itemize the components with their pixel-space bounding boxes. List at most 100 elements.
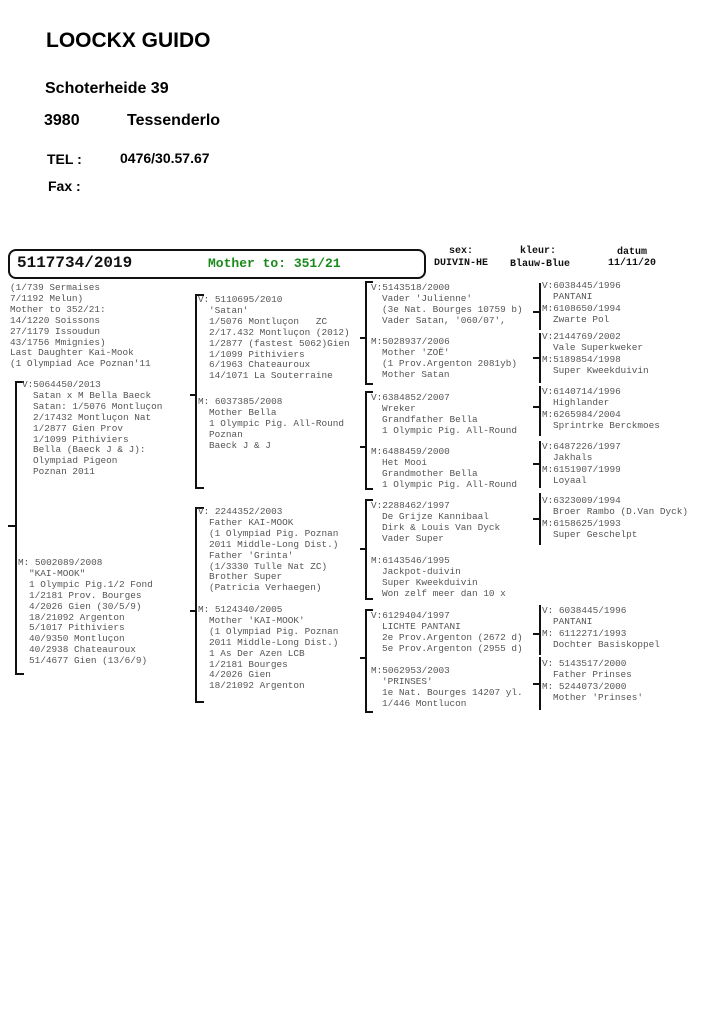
info-line: 1/2181 Prov. Bourges — [29, 589, 142, 601]
info-line: 5e Prov.Argenton (2955 d) — [382, 642, 523, 654]
info-line: Mother 'KAI-MOOK' — [209, 614, 305, 626]
info-line: 18/21092 Argenton — [209, 680, 305, 692]
info-line: Last Daughter Kai-Mook — [10, 347, 134, 359]
info-line: 2011 Middle-Long Dist.) — [209, 538, 339, 550]
info-line: (1/739 Sermaises — [10, 282, 101, 293]
ring-line: V:5143518/2000 — [371, 282, 450, 293]
info-line: Jackpot-duivin — [382, 565, 461, 577]
gen3-block: M:5062953/2003'PRINSES'1e Nat. Bourges 1… — [371, 665, 523, 710]
info-line: Mother 'ZOË' — [382, 346, 450, 358]
info-line: PANTANI — [553, 290, 593, 302]
ring-line: M: 5244073/2000 — [542, 680, 627, 692]
date-value: 11/11/20 — [607, 258, 656, 269]
ring-line: V: 5110695/2010 — [198, 294, 283, 305]
info-line: 1/2877 (fastest 5062)Gien — [209, 337, 350, 349]
sire-sire-block: V: 5110695/2010'Satan'1/5076 Montluçon Z… — [198, 294, 350, 382]
info-line: 4/2026 Gien (30/5/9) — [29, 600, 142, 612]
bracket-tick — [190, 394, 196, 396]
info-line: Vader Satan, '060/07', — [382, 314, 506, 326]
info-line: Super Kweekduivin — [553, 364, 649, 376]
pigeon-title: Mother to: 351/21 — [208, 256, 341, 271]
ring-line: M:6151907/1999 — [542, 463, 621, 475]
ring-line: M:5062953/2003 — [371, 665, 450, 676]
info-line: (1 Olympiad Ace Poznan'11 — [10, 358, 151, 370]
color-value: Blauw-Blue — [509, 259, 570, 270]
info-line: 14/1220 Soissons — [10, 314, 101, 326]
bracket-gen2-top — [195, 294, 204, 489]
info-line: LICHTE PANTANI — [382, 620, 461, 632]
bracket-tick — [190, 610, 196, 612]
ring-line: V: 2244352/2003 — [198, 506, 283, 517]
info-line: 40/9350 Montluçon — [29, 633, 125, 645]
info-line: Vale Superkweker — [553, 341, 644, 353]
info-line: 4/2026 Gien — [209, 669, 271, 681]
info-line: 1/1099 Pithiviers — [33, 433, 129, 445]
info-line: (1/3330 Tulle Nat ZC) — [209, 560, 328, 572]
bracket-gen3 — [365, 609, 373, 713]
info-line: Super Kweekduivin — [382, 576, 478, 588]
ring-line: V:6384852/2007 — [371, 392, 450, 403]
info-line: 1/2877 Gien Prov — [33, 422, 124, 434]
info-line: 2011 Middle-Long Dist.) — [209, 636, 339, 648]
info-line: Satan x M Bella Baeck — [33, 389, 152, 401]
ring-line: M:6143546/1995 — [371, 555, 450, 566]
ring-line: M:6488459/2000 — [371, 446, 450, 457]
bracket-tick — [360, 548, 366, 550]
bracket-gen3 — [365, 281, 373, 385]
ring-line: M: 5124340/2005 — [198, 604, 283, 615]
info-line: 1 Olympic Pig. All-Round — [209, 417, 345, 429]
bracket-gen4 — [539, 657, 541, 710]
info-line: 51/4677 Gien (13/6/9) — [29, 655, 148, 667]
ring-line: V: 5143517/2000 — [542, 658, 627, 669]
bracket-gen4 — [539, 605, 541, 655]
info-line: (1 Olympiad Pig. Poznan — [209, 625, 339, 637]
info-line: Baeck J & J — [209, 439, 271, 451]
bracket-gen2-bottom — [195, 507, 204, 703]
bracket-tick — [533, 406, 540, 408]
ring-line: V:6129404/1997 — [371, 610, 450, 621]
tel-label: TEL : — [47, 151, 82, 167]
ring-line: V:2144769/2002 — [542, 331, 621, 342]
info-line: Jakhals — [553, 451, 593, 463]
bracket-tick — [533, 311, 540, 313]
info-line: Brother Super — [209, 571, 283, 583]
ring-line: V:5064450/2013 — [22, 379, 101, 390]
ring-line: V:6140714/1996 — [542, 386, 621, 397]
info-line: Mother to 352/21: — [10, 303, 106, 315]
ring-line: V:6323009/1994 — [542, 495, 621, 506]
ring-line: M: 5002089/2008 — [18, 557, 103, 568]
bracket-gen4 — [539, 283, 541, 330]
ring-line: M: 6112271/1993 — [542, 627, 627, 639]
info-line: 1/1099 Pithiviers — [209, 348, 305, 360]
info-line: 1 As Der Azen LCB — [209, 647, 305, 659]
bracket-gen4 — [539, 441, 541, 488]
ring-line: V: 6038445/1996 — [542, 605, 627, 616]
info-line: Broer Rambo (D.Van Dyck) — [553, 505, 689, 517]
info-line: 1/2181 Bourges — [209, 658, 288, 670]
ring-header-box — [8, 249, 426, 279]
info-line: Sprintrke Berckmoes — [553, 419, 660, 431]
bracket-gen3 — [365, 391, 373, 490]
owner-postcode: 3980 — [44, 112, 80, 129]
info-line: 1/5076 Montluçon ZC — [209, 315, 328, 327]
sex-label: sex: — [448, 246, 473, 257]
info-line: 2/17.432 Montluçon (2012) — [209, 326, 350, 338]
info-line: Dirk & Louis Van Dyck — [382, 521, 501, 533]
info-line: Father KAI-MOOK — [209, 516, 294, 528]
info-line: Poznan 2011 — [33, 466, 95, 478]
bracket-tick — [533, 683, 540, 685]
info-line: De Grijze Kannibaal — [382, 510, 489, 522]
